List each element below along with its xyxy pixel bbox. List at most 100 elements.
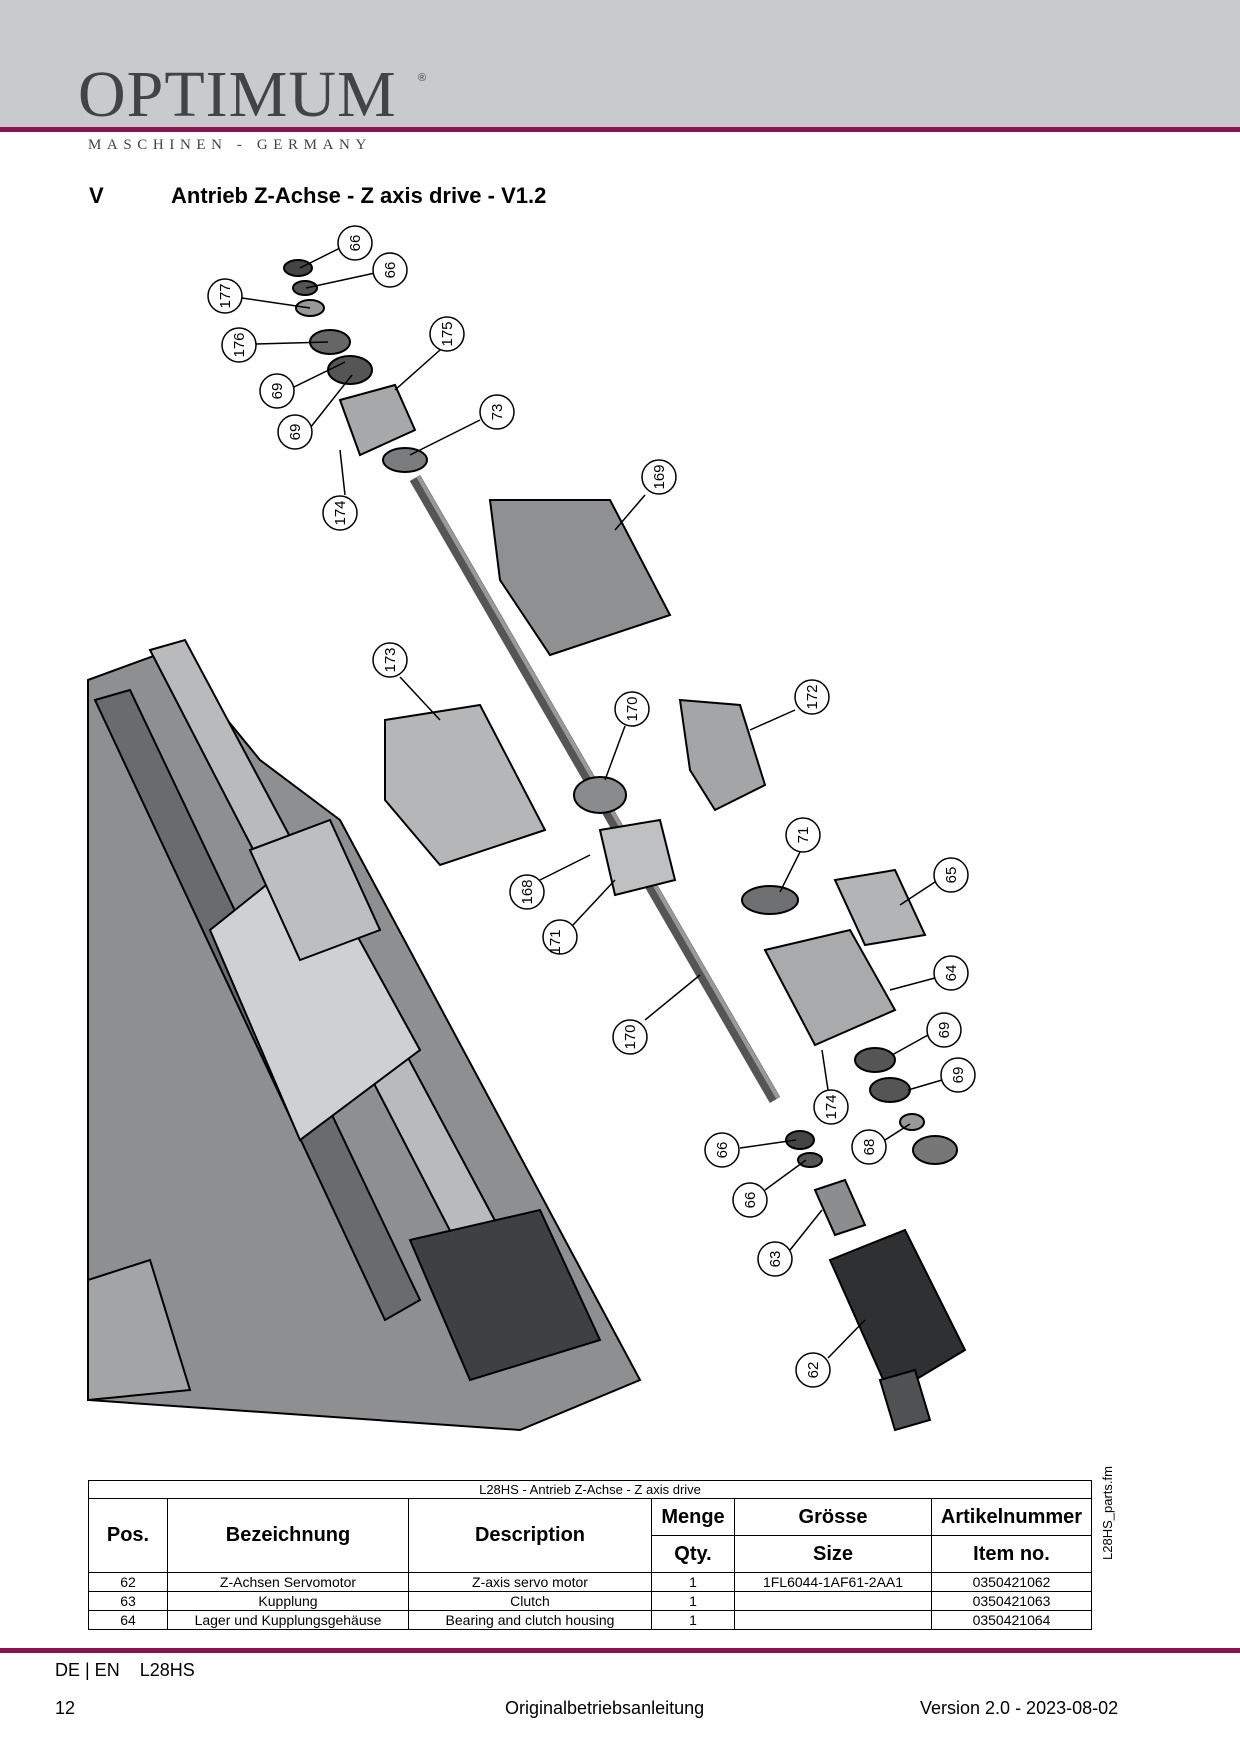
svg-text:171: 171 xyxy=(547,929,564,954)
cell-pos: 64 xyxy=(88,1610,168,1630)
footer-doc-type: Originalbetriebsanleitung xyxy=(505,1698,705,1718)
svg-text:73: 73 xyxy=(489,404,506,421)
footer-rule xyxy=(0,1648,1240,1653)
header-artikelnummer: Artikelnummer xyxy=(931,1498,1092,1536)
callout-174-lower: 174 xyxy=(813,1049,849,1125)
washer-lower-1 xyxy=(785,1130,815,1150)
svg-text:176: 176 xyxy=(231,332,248,357)
callout-group: 66 66 177 176 175 69 69 73 174 169 173 1… xyxy=(207,225,976,1388)
callout-69-b: 69 xyxy=(277,374,353,450)
callout-173: 173 xyxy=(372,642,441,721)
table-caption-row: L28HS - Antrieb Z-Achse - Z axis drive xyxy=(88,1480,1092,1499)
callout-66-b: 66 xyxy=(305,252,408,289)
bracket xyxy=(678,698,767,812)
table-header-row-1: Pos. Bezeichnung Description Menge Gröss… xyxy=(88,1498,1092,1573)
washer-top-1 xyxy=(283,259,313,277)
header-description: Description xyxy=(408,1498,652,1573)
header-menge: Menge xyxy=(651,1498,735,1536)
top-flange xyxy=(382,447,428,473)
bearing-69-b xyxy=(869,1077,911,1103)
callout-171: 171 xyxy=(542,879,616,955)
bearing-a xyxy=(327,355,373,385)
svg-text:69: 69 xyxy=(950,1067,967,1084)
table-caption: L28HS - Antrieb Z-Achse - Z axis drive xyxy=(88,1480,1092,1499)
header-rule xyxy=(0,127,1240,132)
header-groesse: Grösse xyxy=(734,1498,932,1536)
motor-plug xyxy=(878,1368,932,1432)
carriage-top xyxy=(248,818,382,962)
footer-version: Version 2.0 - 2023-08-02 xyxy=(920,1698,1119,1718)
callout-65: 65 xyxy=(899,857,969,906)
header-item-no: Item no. xyxy=(931,1535,1092,1573)
cell-description: Bearing and clutch housing xyxy=(408,1610,652,1630)
table-row: 63 Kupplung Clutch 1 0350421063 xyxy=(88,1591,1092,1611)
svg-text:69: 69 xyxy=(936,1022,953,1039)
section-number: V xyxy=(89,183,104,208)
svg-text:170: 170 xyxy=(624,696,641,721)
servo-motor xyxy=(828,1228,967,1397)
svg-text:69: 69 xyxy=(287,424,304,441)
coupling xyxy=(813,1178,867,1237)
svg-text:177: 177 xyxy=(217,283,234,308)
nut-housing xyxy=(598,818,677,897)
bearing-69-a xyxy=(854,1047,896,1073)
svg-text:63: 63 xyxy=(767,1251,784,1268)
callout-175: 175 xyxy=(394,316,465,391)
washer-lower-2 xyxy=(797,1152,823,1168)
svg-text:69: 69 xyxy=(269,383,286,400)
cell-item: 0350421063 xyxy=(931,1591,1092,1611)
svg-text:175: 175 xyxy=(439,321,456,346)
washer-top-2 xyxy=(292,280,318,296)
callout-66-c: 66 xyxy=(704,1132,797,1168)
header-bezeichnung: Bezeichnung xyxy=(167,1498,409,1573)
callout-69-a: 69 xyxy=(259,361,346,409)
top-bearing-housing xyxy=(338,383,417,457)
clutch-housing xyxy=(763,928,897,1047)
cell-description: Clutch xyxy=(408,1591,652,1611)
cell-bezeichnung: Z-Achsen Servomotor xyxy=(167,1572,409,1592)
svg-text:174: 174 xyxy=(823,1094,840,1119)
cell-qty: 1 xyxy=(651,1610,735,1630)
callout-168: 168 xyxy=(509,854,591,910)
callout-69-d: 69 xyxy=(907,1057,976,1093)
callout-170-top: 170 xyxy=(604,691,650,781)
svg-text:62: 62 xyxy=(805,1362,822,1379)
cover-plate xyxy=(488,499,672,657)
callout-174-top: 174 xyxy=(322,449,358,531)
svg-text:64: 64 xyxy=(943,965,960,982)
callout-68: 68 xyxy=(851,1123,911,1165)
footer-language-model: DE | EN L28HS xyxy=(55,1660,195,1680)
cell-size xyxy=(734,1591,932,1611)
callout-66-d: 66 xyxy=(732,1159,807,1218)
exploded-diagram: 66 66 177 176 175 69 69 73 174 169 173 1… xyxy=(87,225,976,1432)
callout-176: 176 xyxy=(221,327,329,363)
table-header-row-2: Qty. Size Item no. xyxy=(89,1535,1092,1573)
svg-text:66: 66 xyxy=(347,235,364,252)
svg-text:173: 173 xyxy=(382,647,399,672)
cell-size xyxy=(734,1610,932,1630)
svg-text:71: 71 xyxy=(795,827,812,844)
table-row: 62 Z-Achsen Servomotor Z-axis servo moto… xyxy=(88,1572,1092,1592)
callout-66-a: 66 xyxy=(299,225,373,269)
cell-item: 0350421064 xyxy=(931,1610,1092,1630)
callout-169: 169 xyxy=(614,459,677,531)
side-file-label: L28HS_parts.fm xyxy=(1100,1466,1115,1560)
callout-73: 73 xyxy=(409,394,515,456)
callout-69-c: 69 xyxy=(891,1012,962,1056)
cell-item: 0350421062 xyxy=(931,1572,1092,1592)
machine-foot xyxy=(87,1258,192,1402)
callout-62: 62 xyxy=(795,1319,866,1388)
section-title: Antrieb Z-Achse - Z axis drive - V1.2 xyxy=(171,183,547,208)
header-qty: Qty. xyxy=(651,1535,735,1573)
parts-table: L28HS - Antrieb Z-Achse - Z axis drive P… xyxy=(88,1480,1092,1630)
ball-nut xyxy=(573,776,627,814)
cell-size: 1FL6044-1AF61-2AA1 xyxy=(734,1572,932,1592)
cell-qty: 1 xyxy=(651,1591,735,1611)
table-row: 64 Lager und Kupplungsgehäuse Bearing an… xyxy=(88,1610,1092,1630)
header-pos: Pos. xyxy=(88,1498,168,1573)
svg-text:65: 65 xyxy=(943,867,960,884)
svg-text:168: 168 xyxy=(519,879,536,904)
svg-text:66: 66 xyxy=(742,1192,759,1209)
registered-mark: ® xyxy=(418,72,427,84)
drive-block xyxy=(408,1208,602,1382)
